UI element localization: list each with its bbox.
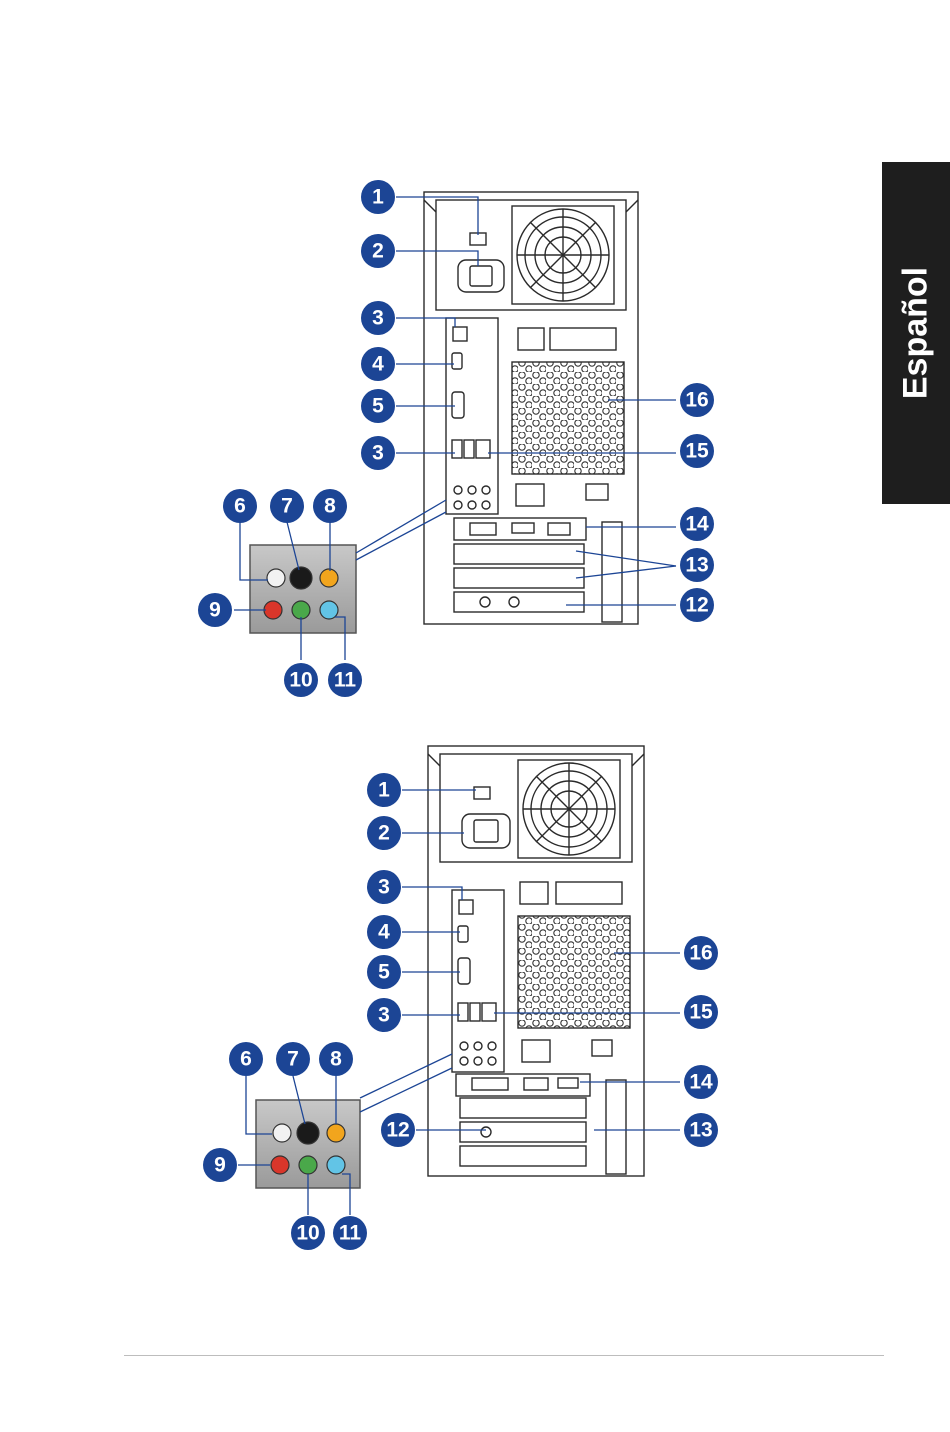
svg-text:12: 12	[685, 594, 708, 617]
callout-top-3a: 3	[361, 301, 395, 335]
svg-text:8: 8	[324, 495, 336, 518]
callout-top-9: 9	[198, 593, 232, 627]
svg-text:1: 1	[372, 186, 384, 209]
callout-bottom-8: 8	[319, 1042, 353, 1076]
callout-top-1: 1	[361, 180, 395, 214]
callout-bottom-3a: 3	[367, 870, 401, 904]
svg-text:16: 16	[689, 942, 712, 965]
callout-top-3b: 3	[361, 436, 395, 470]
callout-top-7: 7	[270, 489, 304, 523]
callout-bottom-14: 14	[684, 1065, 718, 1099]
svg-text:13: 13	[689, 1119, 712, 1142]
svg-text:3: 3	[378, 1004, 390, 1027]
callout-bottom-11: 11	[333, 1216, 367, 1250]
callout-bottom-7: 7	[276, 1042, 310, 1076]
callout-top-12: 12	[680, 588, 714, 622]
callout-top-16: 16	[680, 383, 714, 417]
svg-text:7: 7	[281, 495, 293, 518]
svg-text:4: 4	[378, 921, 390, 944]
svg-text:8: 8	[330, 1048, 342, 1071]
callout-top-15: 15	[680, 434, 714, 468]
svg-text:1: 1	[378, 779, 390, 802]
callout-bottom-15: 15	[684, 995, 718, 1029]
svg-text:3: 3	[372, 442, 384, 465]
callout-bottom-16: 16	[684, 936, 718, 970]
svg-text:6: 6	[234, 495, 246, 518]
callout-bottom-13: 13	[684, 1113, 718, 1147]
callout-top-13: 13	[680, 548, 714, 582]
svg-text:9: 9	[214, 1154, 226, 1177]
callout-bottom-5: 5	[367, 955, 401, 989]
svg-text:2: 2	[378, 822, 390, 845]
callout-bottom-3b: 3	[367, 998, 401, 1032]
svg-text:11: 11	[334, 669, 357, 692]
callout-top-4: 4	[361, 347, 395, 381]
svg-text:12: 12	[386, 1119, 409, 1142]
svg-text:3: 3	[378, 876, 390, 899]
callout-bottom-1: 1	[367, 773, 401, 807]
callout-top-8: 8	[313, 489, 347, 523]
svg-text:5: 5	[378, 961, 390, 984]
callout-bottom-2: 2	[367, 816, 401, 850]
svg-text:11: 11	[339, 1222, 362, 1245]
svg-text:16: 16	[685, 389, 708, 412]
svg-text:10: 10	[296, 1222, 319, 1245]
svg-text:14: 14	[685, 513, 709, 536]
svg-text:10: 10	[289, 669, 312, 692]
svg-text:6: 6	[240, 1048, 252, 1071]
svg-text:5: 5	[372, 395, 384, 418]
svg-text:14: 14	[689, 1071, 713, 1094]
svg-text:3: 3	[372, 307, 384, 330]
callout-top-14: 14	[680, 507, 714, 541]
callout-top-6: 6	[223, 489, 257, 523]
callout-bottom-12: 12	[381, 1113, 415, 1147]
callout-top-5: 5	[361, 389, 395, 423]
svg-text:7: 7	[287, 1048, 299, 1071]
footer-divider	[124, 1355, 884, 1356]
callout-bottom-4: 4	[367, 915, 401, 949]
callout-bottom-10: 10	[291, 1216, 325, 1250]
svg-text:15: 15	[689, 1001, 713, 1024]
callout-bottom-6: 6	[229, 1042, 263, 1076]
callout-top-11: 11	[328, 663, 362, 697]
callout-bottom-9: 9	[203, 1148, 237, 1182]
svg-text:9: 9	[209, 599, 221, 622]
callout-top-10: 10	[284, 663, 318, 697]
svg-text:4: 4	[372, 353, 384, 376]
svg-text:13: 13	[685, 554, 708, 577]
callout-top-2: 2	[361, 234, 395, 268]
svg-text:15: 15	[685, 440, 709, 463]
svg-text:2: 2	[372, 240, 384, 263]
